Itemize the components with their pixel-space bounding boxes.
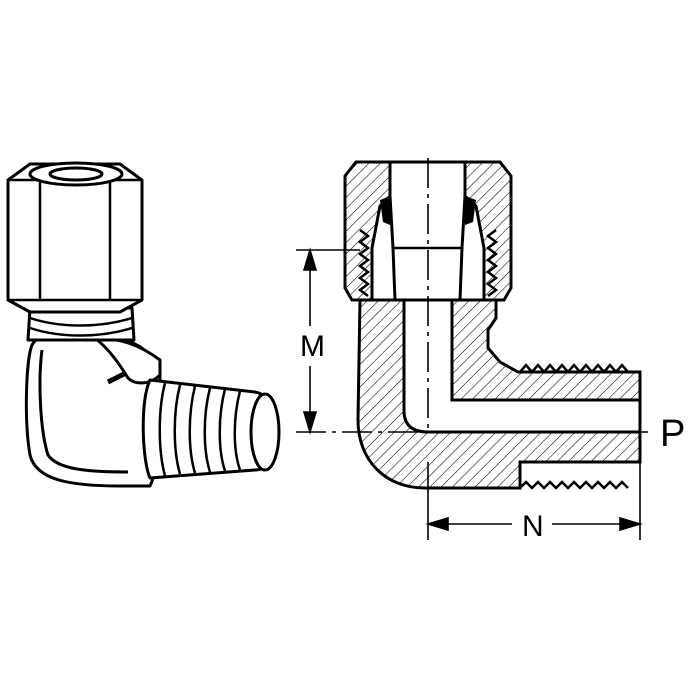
fitting-section-view: M N P xyxy=(296,158,685,543)
elbow-inner-curve xyxy=(38,349,129,474)
nut-threads xyxy=(357,229,499,297)
ferrule-right xyxy=(465,196,476,225)
body-section-upper xyxy=(450,298,642,402)
elbow-shoulder xyxy=(93,336,162,385)
pipe-threads xyxy=(519,363,629,490)
dimension-m-label: M xyxy=(300,330,325,363)
hex-nut xyxy=(6,161,144,314)
dimension-n xyxy=(425,462,643,540)
nut-section-left xyxy=(343,160,392,302)
thread-size-label: P xyxy=(660,413,685,455)
centerlines xyxy=(296,158,652,433)
dimension-n-label: N xyxy=(522,510,544,543)
dimension-m-gap xyxy=(296,326,326,366)
dimension-n-gap xyxy=(512,506,552,542)
ferrule-left xyxy=(380,196,390,225)
nut-section-right xyxy=(463,160,513,302)
inner-bore xyxy=(402,298,642,434)
male-thread-end xyxy=(141,378,281,480)
fitting-perspective-view xyxy=(6,161,281,488)
